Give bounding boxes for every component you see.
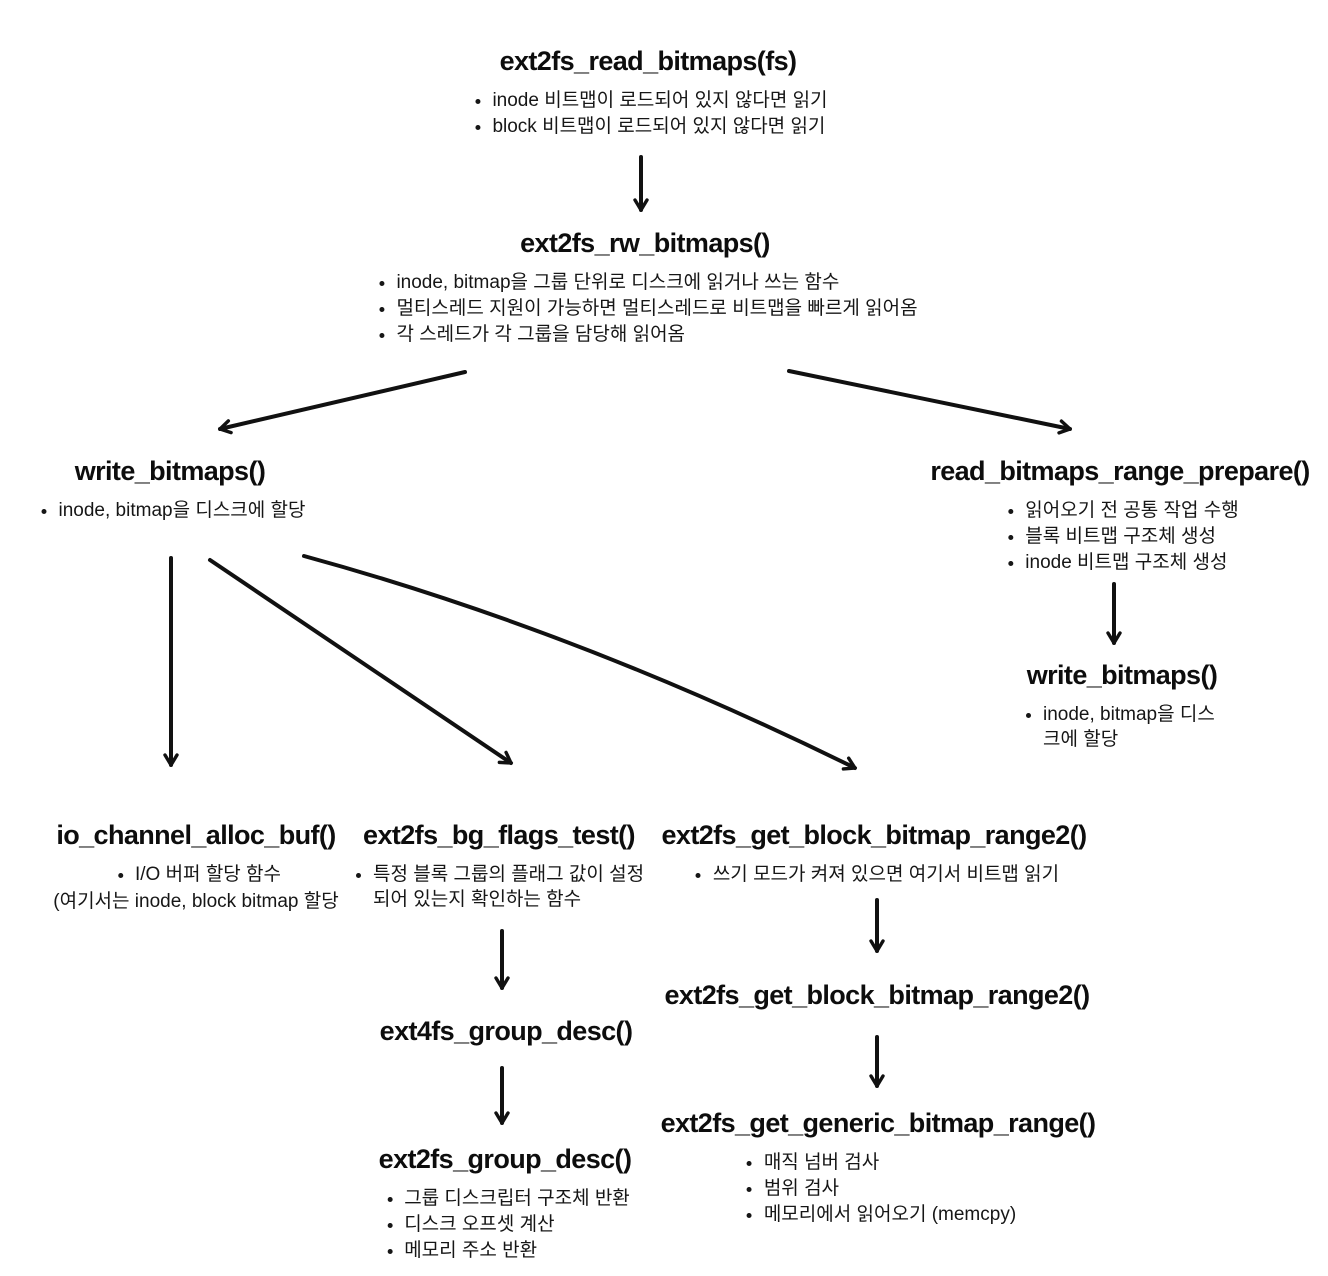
bullet-list: inode, bitmap을 디스크에 할당 <box>1019 701 1225 753</box>
bullet-item: 블록 비트맵 구조체 생성 <box>1025 524 1238 549</box>
bullet-item: 매직 넘버 검사 <box>764 1150 1016 1175</box>
title-ext2fs-rw-bitmaps: ext2fs_rw_bitmaps() <box>520 228 770 258</box>
bullet-item: inode 비트맵 구조체 생성 <box>1025 550 1238 575</box>
bullet-list: 쓰기 모드가 켜져 있으면 여기서 비트맵 읽기 <box>689 861 1059 888</box>
bullet-item: inode 비트맵이 로드되어 있지 않다면 읽기 <box>492 88 827 113</box>
bullet-list: inode 비트맵이 로드되어 있지 않다면 읽기block 비트맵이 로드되어… <box>468 87 827 140</box>
node-write-bitmaps-left: write_bitmaps() inode, bitmap을 디스크에 할당 <box>35 454 306 524</box>
arrow-write-to-bg-flags <box>208 558 513 765</box>
bullet-list: 매직 넘버 검사범위 검사메모리에서 읽어오기 (memcpy) <box>740 1149 1016 1228</box>
bullet-item: 범위 검사 <box>764 1176 1016 1201</box>
bullet-list: 그룹 디스크립터 구조체 반환디스크 오프셋 계산메모리 주소 반환 <box>380 1185 630 1264</box>
node-write-bitmaps-right: write_bitmaps() inode, bitmap을 디스크에 할당 <box>1019 658 1225 753</box>
bullet-item: 메모리에서 읽어오기 (memcpy) <box>764 1202 1016 1227</box>
bullet-item: 특정 블록 그룹의 플래그 값이 설정되어 있는지 확인하는 함수 <box>373 862 649 912</box>
title-ext4fs-group-desc: ext4fs_group_desc() <box>379 1016 633 1046</box>
node-read-bitmaps-range-prepare: read_bitmaps_range_prepare() 읽어오기 전 공통 작… <box>930 454 1310 576</box>
bullet-item: block 비트맵이 로드되어 있지 않다면 읽기 <box>492 114 827 139</box>
bullet-item: I/O 버퍼 할당 함수 <box>135 862 281 887</box>
title-ext2fs-get-generic-bitmap-range: ext2fs_get_generic_bitmap_range() <box>660 1108 1096 1138</box>
arrow-write-to-get-block <box>302 554 857 771</box>
node-ext2fs-rw-bitmaps: ext2fs_rw_bitmaps() inode, bitmap을 그룹 단위… <box>372 226 917 348</box>
bullet-list: inode, bitmap을 그룹 단위로 디스크에 읽거나 쓰는 함수멀티스레… <box>372 269 917 348</box>
note-io-channel-alloc-buf: (여기서는 inode, block bitmap 할당 <box>53 891 339 912</box>
bullet-item: 그룹 디스크립터 구조체 반환 <box>404 1186 630 1211</box>
bullet-item: inode, bitmap을 디스크에 할당 <box>59 498 306 523</box>
title-ext2fs-group-desc: ext2fs_group_desc() <box>378 1144 632 1174</box>
arrow-rw-to-prepare <box>787 369 1072 435</box>
title-read-bitmaps-range-prepare: read_bitmaps_range_prepare() <box>930 456 1310 486</box>
bullet-item: 쓰기 모드가 켜져 있으면 여기서 비트맵 읽기 <box>713 862 1059 887</box>
node-ext2fs-get-block-bitmap-range2-first: ext2fs_get_block_bitmap_range2() 쓰기 모드가 … <box>661 818 1088 888</box>
bullet-item: 메모리 주소 반환 <box>404 1238 630 1263</box>
bullet-list: I/O 버퍼 할당 함수 <box>111 861 281 888</box>
bullet-item: 멀티스레드 지원이 가능하면 멀티스레드로 비트맵을 빠르게 읽어옴 <box>396 296 917 321</box>
title-ext2fs-bg-flags-test: ext2fs_bg_flags_test() <box>363 820 636 850</box>
bullet-item: 각 스레드가 각 그룹을 담당해 읽어옴 <box>396 322 917 347</box>
bullet-list: inode, bitmap을 디스크에 할당 <box>35 497 306 524</box>
title-ext2fs-read-bitmaps: ext2fs_read_bitmaps(fs) <box>499 46 797 76</box>
title-ext2fs-get-block-bitmap-range2-first: ext2fs_get_block_bitmap_range2() <box>661 820 1088 850</box>
bullet-list: 읽어오기 전 공통 작업 수행블록 비트맵 구조체 생성inode 비트맵 구조… <box>1001 497 1238 576</box>
bullet-item: 디스크 오프셋 계산 <box>404 1212 630 1237</box>
title-write-bitmaps-right: write_bitmaps() <box>1026 660 1218 690</box>
node-ext4fs-group-desc: ext4fs_group_desc() <box>380 1014 633 1048</box>
node-ext2fs-get-generic-bitmap-range: ext2fs_get_generic_bitmap_range() 매직 넘버 … <box>661 1106 1096 1228</box>
node-ext2fs-get-block-bitmap-range2-second: ext2fs_get_block_bitmap_range2() <box>664 978 1091 1012</box>
title-write-bitmaps-left: write_bitmaps() <box>74 456 266 486</box>
node-ext2fs-read-bitmaps: ext2fs_read_bitmaps(fs) inode 비트맵이 로드되어 … <box>468 44 827 140</box>
title-io-channel-alloc-buf: io_channel_alloc_buf() <box>56 820 336 850</box>
node-ext2fs-bg-flags-test: ext2fs_bg_flags_test() 특정 블록 그룹의 플래그 값이 … <box>349 818 649 913</box>
node-io-channel-alloc-buf: io_channel_alloc_buf() I/O 버퍼 할당 함수 (여기서… <box>53 818 338 914</box>
bullet-item: 읽어오기 전 공통 작업 수행 <box>1025 498 1238 523</box>
bullet-item: inode, bitmap을 디스크에 할당 <box>1043 702 1225 752</box>
arrow-rw-to-write-left <box>218 370 467 435</box>
node-ext2fs-group-desc: ext2fs_group_desc() 그룹 디스크립터 구조체 반환디스크 오… <box>379 1142 632 1264</box>
title-ext2fs-get-block-bitmap-range2-second: ext2fs_get_block_bitmap_range2() <box>664 980 1091 1010</box>
bullet-list: 특정 블록 그룹의 플래그 값이 설정되어 있는지 확인하는 함수 <box>349 861 649 913</box>
bullet-item: inode, bitmap을 그룹 단위로 디스크에 읽거나 쓰는 함수 <box>396 270 917 295</box>
